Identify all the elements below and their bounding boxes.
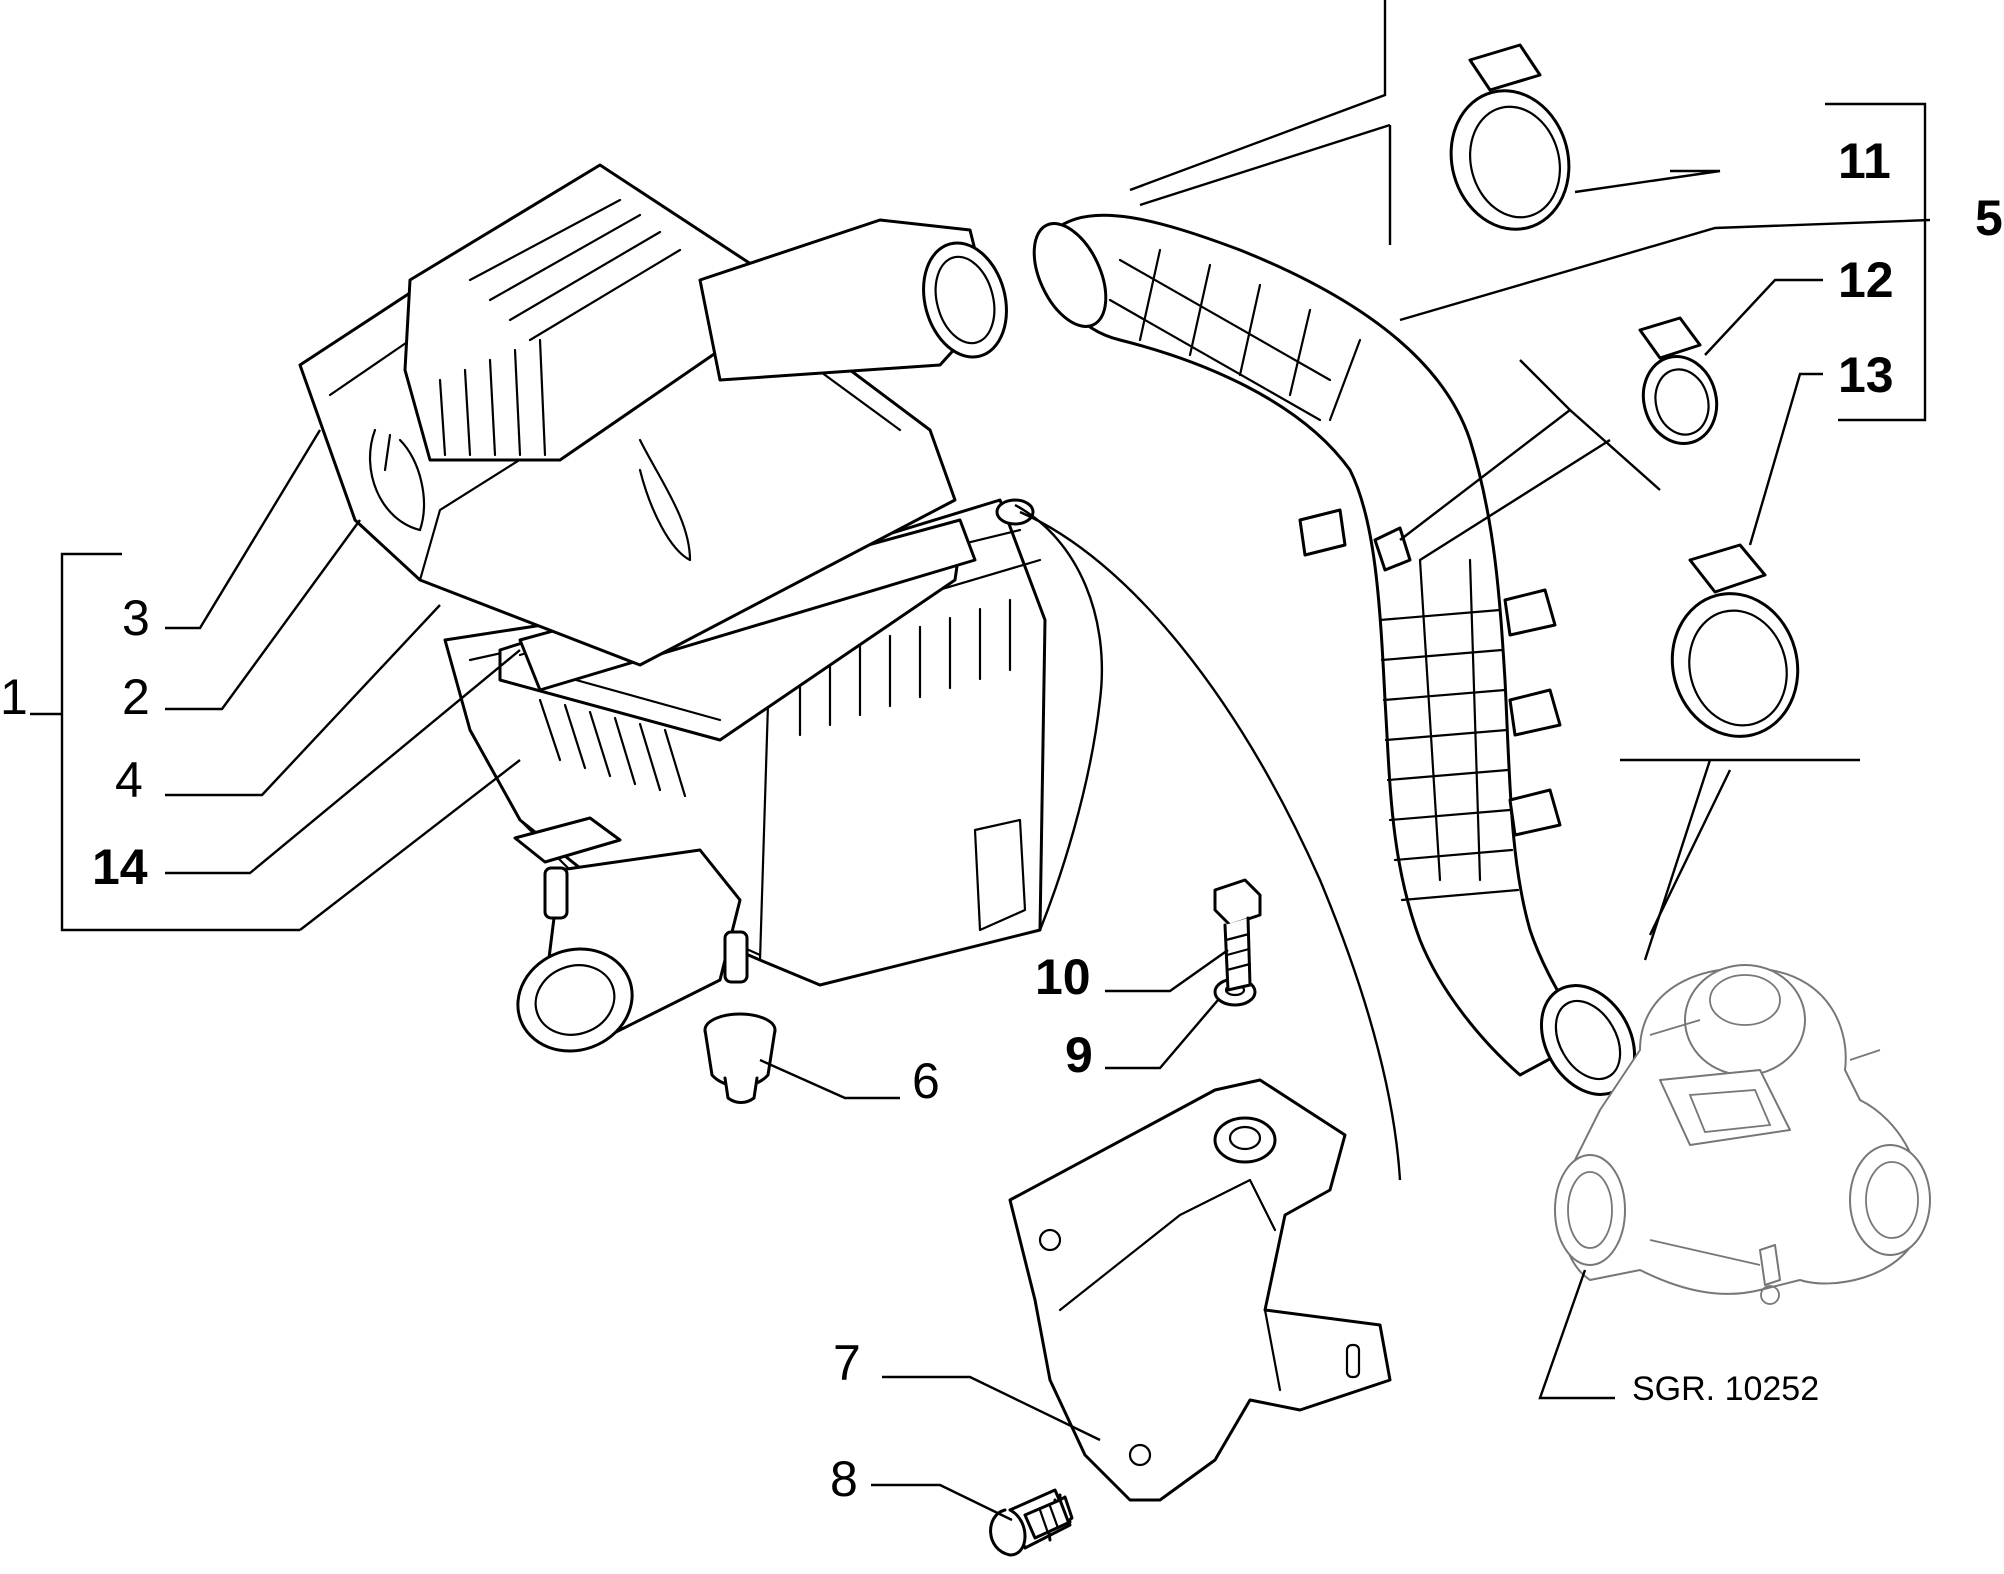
callout-3: 3 xyxy=(122,590,150,646)
bolt-part-8 xyxy=(989,1488,1074,1557)
callout-5: 5 xyxy=(1975,190,2003,246)
callout-8: 8 xyxy=(830,1451,858,1507)
callout-7: 7 xyxy=(833,1335,861,1391)
callout-6: 6 xyxy=(912,1053,940,1109)
callout-12: 12 xyxy=(1838,252,1894,308)
callout-10: 10 xyxy=(1035,949,1091,1005)
callout-14: 14 xyxy=(92,839,148,895)
plug-part-6 xyxy=(703,1012,777,1104)
air-hose-part xyxy=(1032,213,1637,1096)
callout-labels: 1 2 3 4 5 6 7 8 9 10 11 12 13 14 SGR. 10… xyxy=(0,133,2003,1507)
mounting-bracket-part xyxy=(1008,1078,1392,1502)
hose-clamp-13 xyxy=(1670,543,1800,738)
callout-4: 4 xyxy=(115,752,143,808)
air-filter-housing xyxy=(298,163,1047,1053)
callout-2: 2 xyxy=(122,669,150,725)
figure-reference: SGR. 10252 xyxy=(1632,1370,1819,1408)
hose-clamp-12 xyxy=(1638,316,1719,446)
turbocharger-reference xyxy=(1554,964,1931,1305)
callout-1: 1 xyxy=(0,669,28,725)
callout-13: 13 xyxy=(1838,347,1894,403)
bolt-part-10 xyxy=(1213,878,1262,992)
callout-9: 9 xyxy=(1065,1027,1093,1083)
callout-11: 11 xyxy=(1838,133,1891,189)
leader-lines xyxy=(30,0,1931,1522)
hose-clamp-11 xyxy=(1449,43,1571,231)
